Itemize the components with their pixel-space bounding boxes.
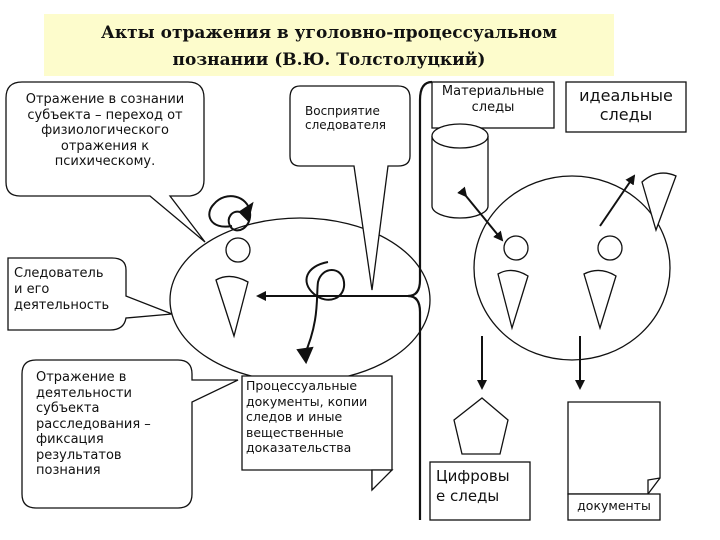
material-traces-label: Материальные следы (441, 84, 545, 115)
arrow-to-ideal (599, 174, 636, 227)
head-left (225, 237, 251, 263)
callout-investigator-text: Следователь и его деятельность (14, 266, 110, 313)
procedural-docs-text: Процессуальные документы, копии следов и… (246, 378, 368, 455)
left-ellipse (169, 217, 431, 383)
title-line-1: Акты отражения в уголовно-процессуальном (101, 23, 557, 43)
material-box (431, 81, 555, 129)
fang-top (641, 172, 677, 233)
right-ellipse (473, 175, 671, 361)
diagram-title: Акты отражения в уголовно-процессуальном… (44, 14, 614, 76)
digital-traces-label: Цифровы е следы (436, 467, 510, 505)
digital-box (429, 461, 531, 521)
fang-left (215, 275, 249, 339)
head-right-2 (597, 235, 623, 261)
documents-label-box (567, 493, 661, 521)
callout-reflection (5, 81, 206, 243)
title-line-2: познании (В.Ю. Толстолуцкий) (172, 50, 486, 70)
head-right-1 (503, 235, 529, 261)
pentagon-shape (453, 397, 509, 455)
documents-shape (567, 401, 661, 495)
callout-investigator (7, 257, 173, 331)
callout-activity-text: Отражение в деятельности субъекта рассле… (36, 370, 151, 478)
fang-right-2 (583, 269, 617, 331)
central-bracket (407, 80, 433, 520)
callout-activity (21, 359, 239, 509)
ideal-traces-label: идеальные следы (579, 86, 673, 124)
documents-label: документы (577, 498, 651, 513)
ideal-box (565, 81, 687, 133)
fang-right-1 (497, 269, 529, 331)
arrow-to-head-1 (457, 186, 504, 242)
callout-perception-text: Восприятие следователя (305, 104, 386, 132)
spiral-lower (303, 261, 346, 357)
callout-perception (289, 85, 411, 291)
callout-reflection-text: Отражение в сознании субъекта – переход … (25, 92, 185, 169)
